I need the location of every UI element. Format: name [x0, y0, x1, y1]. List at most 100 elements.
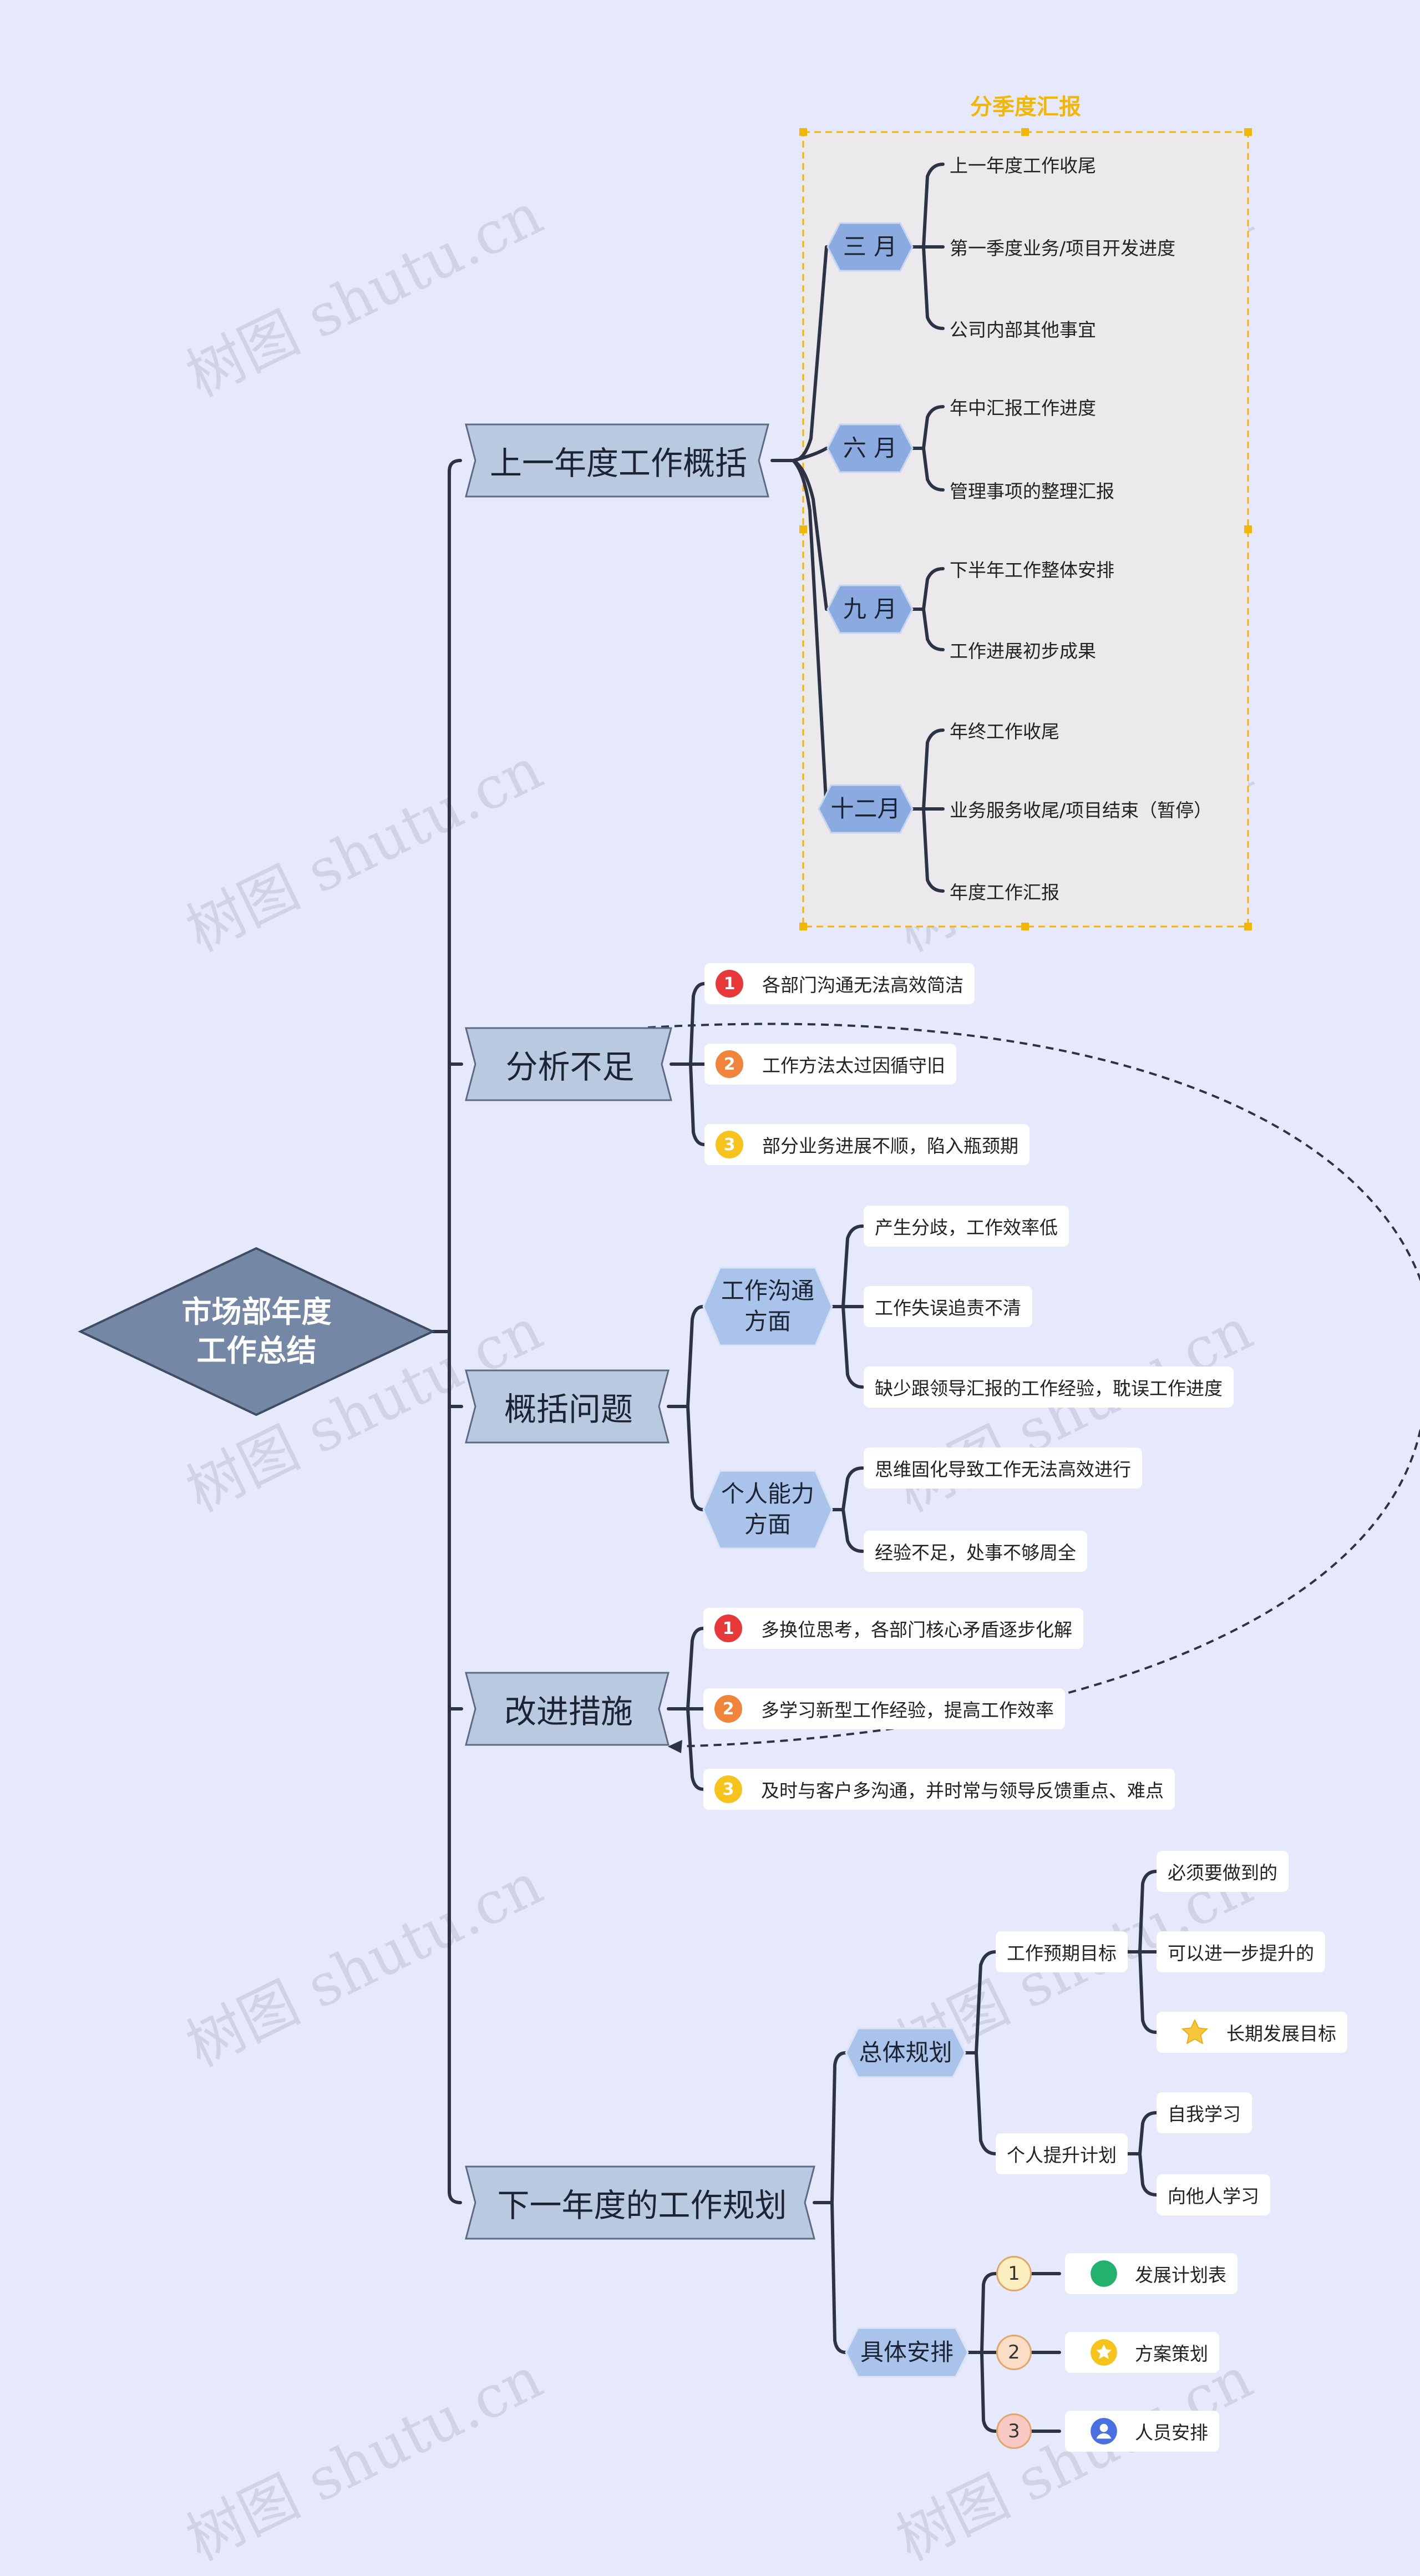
star-icon	[1180, 2018, 1210, 2047]
specific-item-text: 方案策划	[1135, 2343, 1208, 2365]
banner-shape	[465, 1369, 670, 1444]
month-item[interactable]: 年终工作收尾	[950, 721, 1059, 742]
shortcoming-item[interactable]: 2 工作方法太过因循守旧	[704, 1044, 956, 1085]
leaf-link	[1138, 2111, 1158, 2197]
improvement-text: 多学习新型工作经验，提高工作效率	[761, 1699, 1054, 1721]
problem-group-ability[interactable]: 个人能力 方面	[703, 1471, 832, 1548]
month-node-shape	[826, 423, 914, 473]
number-badge-icon: 2	[714, 1695, 742, 1723]
month-node-shape	[826, 222, 914, 272]
problem-group-communication[interactable]: 工作沟通 方面	[703, 1268, 832, 1345]
expected-item-text: 长期发展目标	[1226, 2023, 1336, 2044]
expected-item[interactable]: 长期发展目标	[1157, 2012, 1347, 2053]
specific-item-text: 人员安排	[1135, 2422, 1208, 2443]
plan-personal-node[interactable]: 个人提升计划	[996, 2133, 1128, 2174]
branch-plan[interactable]: 下一年度的工作规划	[497, 2187, 787, 2224]
problem-item[interactable]: 思维固化导致工作无法高效进行	[864, 1448, 1142, 1489]
number-badge-icon: 3	[714, 1775, 742, 1803]
month-item[interactable]: 下半年工作整体安排	[950, 559, 1114, 581]
number-circle: 2	[996, 2335, 1032, 2370]
month-node-september[interactable]: 九 月	[843, 595, 897, 623]
boundary-title: 分季度汇报	[970, 94, 1081, 120]
plan-specific-node[interactable]: 具体安排	[860, 2338, 954, 2366]
month-item[interactable]: 年度工作汇报	[950, 882, 1059, 903]
month-link	[792, 447, 828, 462]
shortcoming-text: 部分业务进展不顺，陷入瓶颈期	[762, 1135, 1018, 1157]
branch-summary[interactable]: 上一年度工作概括	[489, 444, 747, 482]
branch-improvements[interactable]: 改进措施	[504, 1693, 633, 1730]
personal-item[interactable]: 自我学习	[1157, 2092, 1252, 2133]
specific-item-text: 发展计划表	[1135, 2264, 1226, 2286]
banner-shape	[465, 2165, 815, 2240]
banner-shape	[465, 1672, 670, 1746]
shortcoming-text: 各部门沟通无法高效简洁	[762, 974, 963, 996]
expected-item[interactable]: 必须要做到的	[1157, 1851, 1289, 1892]
improvement-item[interactable]: 2 多学习新型工作经验，提高工作效率	[703, 1688, 1065, 1729]
improvement-item[interactable]: 3 及时与客户多沟通，并时常与领导反馈重点、难点	[703, 1769, 1175, 1810]
month-item[interactable]: 公司内部其他事宜	[950, 319, 1096, 341]
banner-shape	[465, 423, 769, 498]
branch-link	[830, 2051, 848, 2354]
number-circle: 3	[996, 2413, 1032, 2449]
month-item[interactable]: 管理事项的整理汇报	[950, 480, 1114, 502]
number-badge-icon: 2	[716, 1050, 743, 1078]
leaf-link	[921, 567, 945, 651]
number-badge-icon: 1	[716, 970, 743, 998]
problem-item[interactable]: 经验不足，处事不够周全	[864, 1531, 1087, 1572]
main-trunk	[448, 459, 462, 2204]
group-label-line2: 方面	[744, 1511, 791, 1538]
root-node[interactable]: 市场部年度 工作总结	[128, 1276, 386, 1387]
shortcoming-item[interactable]: 1 各部门沟通无法高效简洁	[704, 963, 975, 1004]
group-node-shape	[702, 1267, 833, 1347]
shortcoming-item[interactable]: 3 部分业务进展不顺，陷入瓶颈期	[704, 1124, 1030, 1165]
group-node-shape	[845, 2327, 969, 2378]
personal-item[interactable]: 向他人学习	[1157, 2174, 1270, 2215]
group-label-line1: 个人能力	[721, 1480, 814, 1508]
group-node-shape	[845, 2027, 966, 2078]
plan-expected-node[interactable]: 工作预期目标	[996, 1931, 1128, 1972]
number-circle: 1	[996, 2256, 1032, 2291]
plan-overall-node[interactable]: 总体规划	[859, 2038, 952, 2066]
improvement-text: 多换位思考，各部门核心矛盾逐步化解	[761, 1619, 1072, 1641]
problem-item[interactable]: 产生分歧，工作效率低	[864, 1206, 1069, 1247]
leaf-link	[921, 405, 945, 492]
improvement-item[interactable]: 1 多换位思考，各部门核心矛盾逐步化解	[703, 1608, 1083, 1649]
month-item[interactable]: 工作进展初步成果	[950, 640, 1096, 662]
specific-item[interactable]: 发展计划表	[1065, 2253, 1238, 2294]
number-badge-icon: 1	[714, 1615, 742, 1642]
banner-shape	[465, 1027, 672, 1101]
month-link	[792, 459, 828, 811]
number-badge-icon: 3	[716, 1131, 743, 1158]
boundary-handles	[799, 128, 1252, 930]
month-item[interactable]: 上一年度工作收尾	[950, 155, 1096, 176]
branch-shortcomings[interactable]: 分析不足	[505, 1048, 635, 1086]
group-node-shape	[702, 1470, 833, 1550]
month-item[interactable]: 年中汇报工作进度	[950, 397, 1096, 419]
month-node-december[interactable]: 十二月	[830, 794, 901, 822]
expected-item[interactable]: 可以进一步提升的	[1157, 1931, 1325, 1972]
person-icon	[1089, 2417, 1118, 2446]
branch-problems[interactable]: 概括问题	[504, 1390, 633, 1428]
improvement-text: 及时与客户多沟通，并时常与领导反馈重点、难点	[761, 1780, 1164, 1801]
problem-item[interactable]: 工作失误追责不清	[864, 1286, 1032, 1327]
month-node-shape	[818, 784, 914, 834]
group-label-line2: 方面	[744, 1308, 791, 1335]
arrow-head	[668, 1740, 682, 1753]
month-node-shape	[826, 584, 914, 634]
specific-item[interactable]: 人员安排	[1065, 2411, 1219, 2452]
root-title-line2: 工作总结	[196, 1333, 317, 1368]
month-node-june[interactable]: 六 月	[843, 434, 897, 462]
group-link	[974, 1950, 997, 2155]
root-node-shape	[78, 1247, 435, 1416]
month-item[interactable]: 第一季度业务/项目开发进度	[950, 237, 1176, 259]
group-link	[841, 1466, 864, 1553]
root-title-line1: 市场部年度	[181, 1294, 332, 1329]
branch-link	[686, 1305, 705, 1511]
month-item[interactable]: 业务服务收尾/项目结束（暂停）	[950, 799, 1213, 821]
problem-item[interactable]: 缺少跟领导汇报的工作经验，耽误工作进度	[864, 1367, 1234, 1408]
month-node-march[interactable]: 三 月	[843, 232, 897, 260]
specific-item[interactable]: 方案策划	[1065, 2332, 1219, 2373]
shortcoming-text: 工作方法太过因循守旧	[762, 1055, 945, 1076]
